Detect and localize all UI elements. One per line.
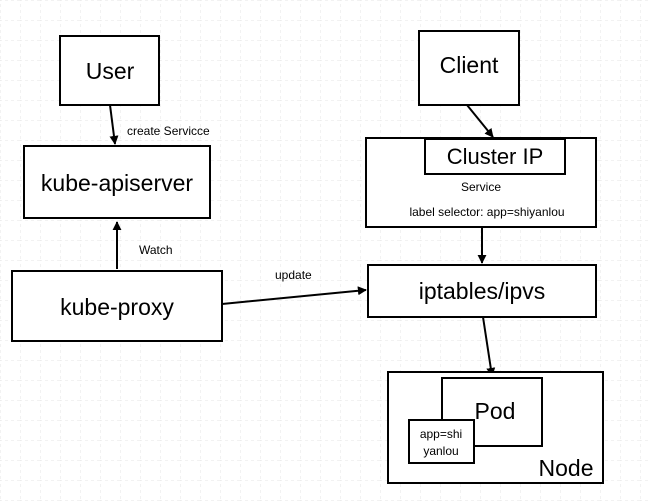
node-pod-label: Pod xyxy=(475,398,516,424)
pod-label-line2: yanlou xyxy=(423,444,458,458)
service-label: Service xyxy=(461,180,501,194)
pod-label-line1: app=shi xyxy=(420,427,462,441)
node-kube-proxy[interactable]: kube-proxy xyxy=(11,270,223,342)
node-cluster-ip-label: Cluster IP xyxy=(447,144,544,169)
node-user[interactable]: User xyxy=(59,35,160,106)
edge-label-watch: Watch xyxy=(139,243,173,257)
edge-client-to-clusterip xyxy=(466,104,494,138)
edge-proxy-to-iptables xyxy=(221,286,367,305)
node-client[interactable]: Client xyxy=(418,30,520,106)
node-cluster-ip[interactable]: Cluster IP xyxy=(424,138,566,175)
edge-user-to-apiserver xyxy=(109,104,119,145)
node-kube-apiserver-label: kube-apiserver xyxy=(41,170,193,196)
edge-label-create-service: create Servicce xyxy=(127,124,210,138)
node-kube-apiserver[interactable]: kube-apiserver xyxy=(23,145,211,219)
label-selector-text: label selector: app=shiyanlou xyxy=(409,205,564,219)
node-client-label: Client xyxy=(440,52,499,78)
node-node-label: Node xyxy=(539,455,594,481)
pod-label-tag[interactable]: app=shi yanlou xyxy=(408,419,475,464)
node-iptables-ipvs[interactable]: iptables/ipvs xyxy=(367,264,597,318)
node-kube-proxy-label: kube-proxy xyxy=(60,294,174,320)
node-iptables-ipvs-label: iptables/ipvs xyxy=(419,278,546,304)
node-user-label: User xyxy=(86,58,135,84)
edge-label-update: update xyxy=(275,268,312,282)
edge-iptables-to-pod xyxy=(482,316,496,377)
